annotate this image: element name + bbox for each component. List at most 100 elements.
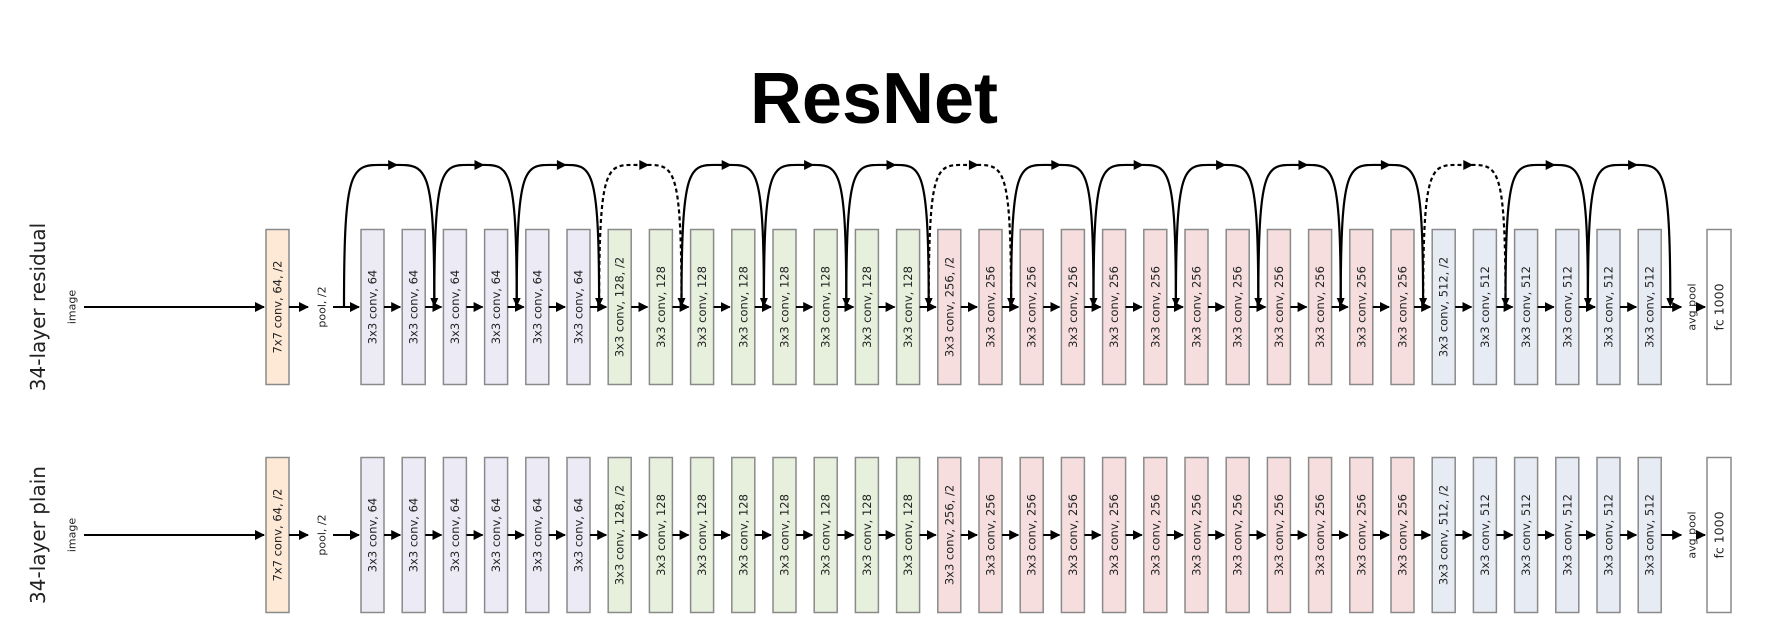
shortcut-join-arrowhead [595, 298, 604, 307]
conv-layer-label: 3x3 conv, 256 [1066, 266, 1080, 348]
conv-layer-label: 3x3 conv, 512 [1643, 266, 1657, 348]
conv-layer-label: 3x3 conv, 512, /2 [1437, 485, 1451, 585]
shortcut-arrowhead [1051, 160, 1062, 170]
conv-layer-label: 3x3 conv, 64 [489, 270, 503, 345]
fc-label: fc 1000 [1712, 283, 1727, 330]
conv-layer-label: 3x3 conv, 64 [572, 270, 586, 345]
conv-layer-label: 3x3 conv, 256 [1396, 494, 1410, 576]
row-plain: 34-layer plain image 7x7 conv, 64, /2 pool,… [26, 456, 1732, 614]
conv-layer-label: 3x3 conv, 128 [778, 494, 792, 576]
diagram-title: ResNet [750, 59, 998, 139]
conv-layer-label: 3x3 conv, 128 [736, 266, 750, 348]
conv-layer-label: 3x3 conv, 64 [572, 498, 586, 573]
conv-layer-label: 3x3 conv, 256 [1272, 266, 1286, 348]
fc-box [1706, 456, 1732, 614]
conv-layer-label: 3x3 conv, 64 [366, 498, 380, 573]
conv-layer-label: 3x3 conv, 64 [530, 270, 544, 345]
projection-shortcut-arc [598, 163, 683, 308]
conv-layer-label: 3x3 conv, 256 [1313, 494, 1327, 576]
conv-layer-label: 3x3 conv, 256 [1107, 494, 1121, 576]
conv-layer-label: 3x3 conv, 512 [1602, 266, 1616, 348]
avgpool-label: avg pool [1686, 511, 1699, 558]
conv-layer-label: 3x3 conv, 256 [1354, 266, 1368, 348]
conv-layer-label: 3x3 conv, 64 [530, 498, 544, 573]
row-label: 34-layer plain [26, 466, 50, 604]
conv-layer-label: 3x3 conv, 256 [984, 494, 998, 576]
conv-layer-label: 3x3 conv, 128 [860, 266, 874, 348]
conv-layer-label: 3x3 conv, 256 [1272, 494, 1286, 576]
conv-layer-label: 3x3 conv, 512 [1560, 494, 1574, 576]
conv-layer-label: 3x3 conv, 512 [1478, 266, 1492, 348]
shortcut-arrowhead [1628, 160, 1639, 170]
conv-layer-label: 3x3 conv, 128 [901, 266, 915, 348]
conv-layer-label: 3x3 conv, 256 [1148, 494, 1162, 576]
shortcut-arrowhead [1133, 160, 1144, 170]
shortcut-arrowhead [388, 160, 399, 170]
conv-layer-label: 3x3 conv, 512, /2 [1437, 257, 1451, 357]
shortcut-arrowhead [1545, 160, 1556, 170]
conv-layer-label: 3x3 conv, 512 [1560, 266, 1574, 348]
input-label: image [66, 518, 79, 552]
projection-shortcut-arc [1422, 163, 1507, 308]
conv-layer-label: 3x3 conv, 128 [819, 266, 833, 348]
shortcut-arrowhead [1216, 160, 1227, 170]
pool-label: pool, /2 [316, 286, 329, 327]
shortcut-arrowhead [886, 160, 897, 170]
conv-layer-label: 3x3 conv, 128 [778, 266, 792, 348]
shortcut-arrowhead [968, 160, 979, 170]
conv-layer-label: 3x3 conv, 128 [695, 494, 709, 576]
conv-layer-label: 3x3 conv, 128, /2 [613, 257, 627, 357]
conv-layer-label: 3x3 conv, 128, /2 [613, 485, 627, 585]
conv-layer-label: 3x3 conv, 128 [695, 266, 709, 348]
conv-layer-label: 3x3 conv, 256 [1231, 266, 1245, 348]
conv-layer-label: 3x3 conv, 256 [1025, 494, 1039, 576]
conv-layer-label: 3x3 conv, 256 [1190, 266, 1204, 348]
fc-box [1706, 228, 1732, 386]
conv-layer-label: 3x3 conv, 256, /2 [942, 257, 956, 357]
conv-layer-label: 3x3 conv, 256 [1231, 494, 1245, 576]
shortcut-join-arrowhead [924, 298, 933, 307]
conv-layer-label: 3x3 conv, 64 [448, 498, 462, 572]
conv-layer-label: 3x3 conv, 512 [1602, 494, 1616, 576]
conv-layer-label: 3x3 conv, 128 [736, 494, 750, 576]
conv-layer-label: 3x3 conv, 64 [366, 270, 380, 345]
conv-layer-label: 3x3 conv, 128 [860, 494, 874, 576]
conv-layer-label: 3x3 conv, 256 [1107, 266, 1121, 348]
conv-layer-label: 3x3 conv, 512 [1519, 494, 1533, 576]
shortcut-arrowhead [721, 160, 732, 170]
conv-layer-label: 3x3 conv, 256 [984, 266, 998, 348]
row-residual: 34-layer residual image 7x7 conv, 64, /2 po… [26, 160, 1732, 391]
pool-label: pool, /2 [316, 514, 329, 555]
conv-layer-label: 3x3 conv, 128 [654, 266, 668, 348]
conv-layer-label: 3x3 conv, 512 [1478, 494, 1492, 576]
conv-layer-label: 3x3 conv, 64 [407, 270, 421, 345]
conv-layer-label: 3x3 conv, 128 [901, 494, 915, 576]
stem-conv-label: 7x7 conv, 64, /2 [271, 489, 285, 582]
stem-conv-label: 7x7 conv, 64, /2 [271, 261, 285, 354]
fc-label: fc 1000 [1712, 511, 1727, 558]
conv-layer-label: 3x3 conv, 128 [819, 494, 833, 576]
shortcut-join-arrowhead [1419, 298, 1428, 307]
shortcut-arrowhead [1380, 160, 1391, 170]
conv-layer-label: 3x3 conv, 512 [1519, 266, 1533, 348]
conv-layer-label: 3x3 conv, 256 [1025, 266, 1039, 348]
conv-layer-label: 3x3 conv, 64 [489, 498, 503, 573]
conv-layer-label: 3x3 conv, 256 [1396, 266, 1410, 348]
conv-layer-label: 3x3 conv, 256 [1190, 494, 1204, 576]
projection-shortcut-arc [927, 163, 1013, 308]
conv-layer-label: 3x3 conv, 256 [1148, 266, 1162, 348]
conv-layer-label: 3x3 conv, 256 [1066, 494, 1080, 576]
conv-layer-label: 3x3 conv, 256 [1313, 266, 1327, 348]
shortcut-arrowhead [556, 160, 567, 170]
row-label: 34-layer residual [26, 223, 50, 391]
conv-layer-label: 3x3 conv, 256, /2 [942, 485, 956, 585]
conv-layer-label: 3x3 conv, 64 [448, 270, 462, 345]
avgpool-label: avg pool [1686, 283, 1699, 330]
shortcut-join-arrowhead [1666, 298, 1675, 307]
shortcut-arrowhead [474, 160, 485, 170]
conv-layer-label: 3x3 conv, 128 [654, 494, 668, 576]
input-label: image [66, 290, 79, 324]
shortcut-arrowhead [639, 160, 650, 170]
conv-layer-label: 3x3 conv, 256 [1354, 494, 1368, 576]
